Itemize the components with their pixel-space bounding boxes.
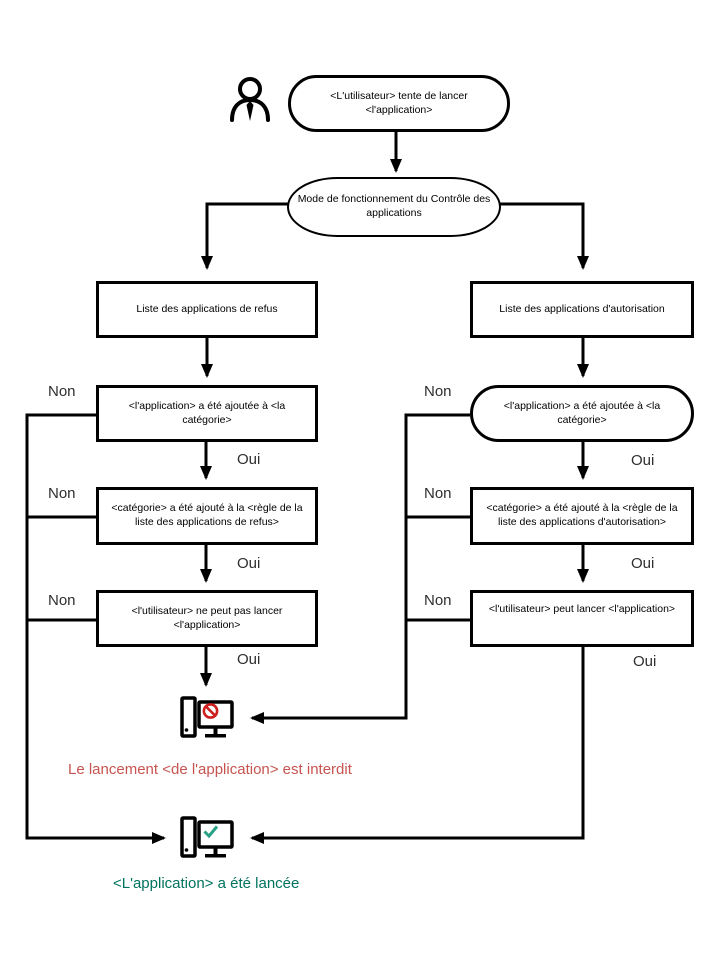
node-allow-q1: <l'application> a été ajoutée à <la caté… [470, 385, 694, 442]
edge-label-non: Non [48, 592, 76, 609]
edge-label-oui: Oui [237, 555, 261, 572]
node-deny-q1: <l'application> a été ajoutée à <la caté… [96, 385, 318, 442]
edge-label-non: Non [424, 592, 452, 609]
node-allow-q2-label: <catégorie> a été ajouté à la <règle de … [486, 502, 678, 528]
node-deny-q1-label: <l'application> a été ajoutée à <la caté… [128, 399, 286, 426]
edge-label-oui: Oui [631, 452, 655, 469]
computer-blocked-icon [178, 693, 236, 745]
node-deny-q2: <catégorie> a été ajouté à la <règle de … [96, 487, 318, 545]
edge-label-non: Non [48, 485, 76, 502]
edge-label-non: Non [424, 383, 452, 400]
node-deny-list: Liste des applications de refus [96, 281, 318, 338]
edge-label-oui: Oui [237, 451, 261, 468]
node-allow-q3-label: <l'utilisateur> peut lancer <l'applicati… [488, 603, 676, 615]
node-allow-q3: <l'utilisateur> peut lancer <l'applicati… [470, 590, 694, 647]
node-start: <L'utilisateur> tente de lancer <l'appli… [288, 75, 510, 132]
node-start-label: <L'utilisateur> tente de lancer <l'appli… [330, 89, 468, 116]
node-allow-list-label: Liste des applications d'autorisation [499, 302, 665, 315]
node-allow-list: Liste des applications d'autorisation [470, 281, 694, 338]
prohibit-icon [202, 703, 219, 719]
node-deny-list-label: Liste des applications de refus [136, 302, 278, 315]
caption-launch-forbidden: Le lancement <de l'application> est inte… [68, 761, 352, 778]
edge-label-oui: Oui [237, 651, 261, 668]
computer-launched-icon [178, 813, 236, 865]
edge-label-non: Non [424, 485, 452, 502]
node-deny-q3: <l'utilisateur> ne peut pas lancer <l'ap… [96, 590, 318, 647]
edge-label-oui: Oui [631, 555, 655, 572]
node-allow-q1-label: <l'application> a été ajoutée à <la caté… [503, 399, 661, 426]
node-deny-q2-label: <catégorie> a été ajouté à la <règle de … [111, 502, 303, 528]
check-icon [203, 825, 219, 839]
user-icon [222, 74, 280, 134]
node-mode: Mode de fonctionnement du Contrôle des a… [287, 177, 501, 237]
node-allow-q2: <catégorie> a été ajouté à la <règle de … [470, 487, 694, 545]
node-mode-label: Mode de fonctionnement du Contrôle des a… [297, 193, 491, 219]
edge-label-non: Non [48, 383, 76, 400]
node-deny-q3-label: <l'utilisateur> ne peut pas lancer <l'ap… [131, 604, 283, 631]
caption-app-launched: <L'application> a été lancée [113, 875, 300, 892]
edge-label-oui: Oui [633, 653, 657, 670]
